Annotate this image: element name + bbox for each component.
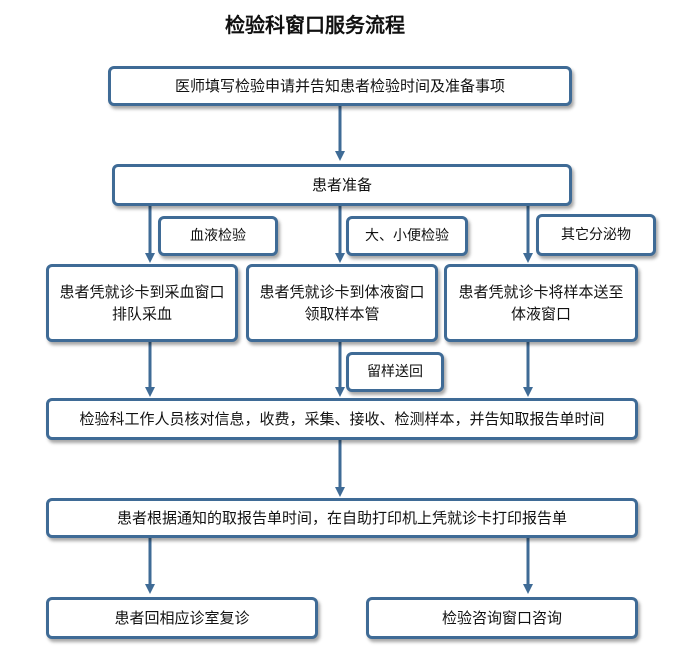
branch-urine-box: 患者凭就诊卡到体液窗口领取样本管 <box>246 264 438 342</box>
page-title: 检验科窗口服务流程 <box>225 13 405 37</box>
step1-text: 医师填写检验申请并告知患者检验时间及准备事项 <box>174 77 505 95</box>
step1-box: 医师填写检验申请并告知患者检验时间及准备事项 <box>108 66 572 106</box>
branch-blood-label: 血液检验 <box>158 216 278 256</box>
final-right-box: 检验咨询窗口咨询 <box>366 597 638 639</box>
branch-blood-box: 患者凭就诊卡到采血窗口排队采血 <box>46 264 238 342</box>
final-left-box: 患者回相应诊室复诊 <box>46 597 318 639</box>
step2-text: 患者准备 <box>311 176 372 194</box>
step5-box: 患者根据通知的取报告单时间，在自助打印机上凭就诊卡打印报告单 <box>46 498 638 538</box>
step2-box: 患者准备 <box>112 164 572 206</box>
return-sample-box: 留样送回 <box>346 352 444 392</box>
branch-other-label: 其它分泌物 <box>536 214 656 256</box>
branch-urine-label: 大、小便检验 <box>346 216 468 256</box>
branch-other-box: 患者凭就诊卡将样本送至体液窗口 <box>444 264 638 342</box>
step4-box: 检验科工作人员核对信息，收费，采集、接收、检测样本，并告知取报告单时间 <box>46 398 638 440</box>
